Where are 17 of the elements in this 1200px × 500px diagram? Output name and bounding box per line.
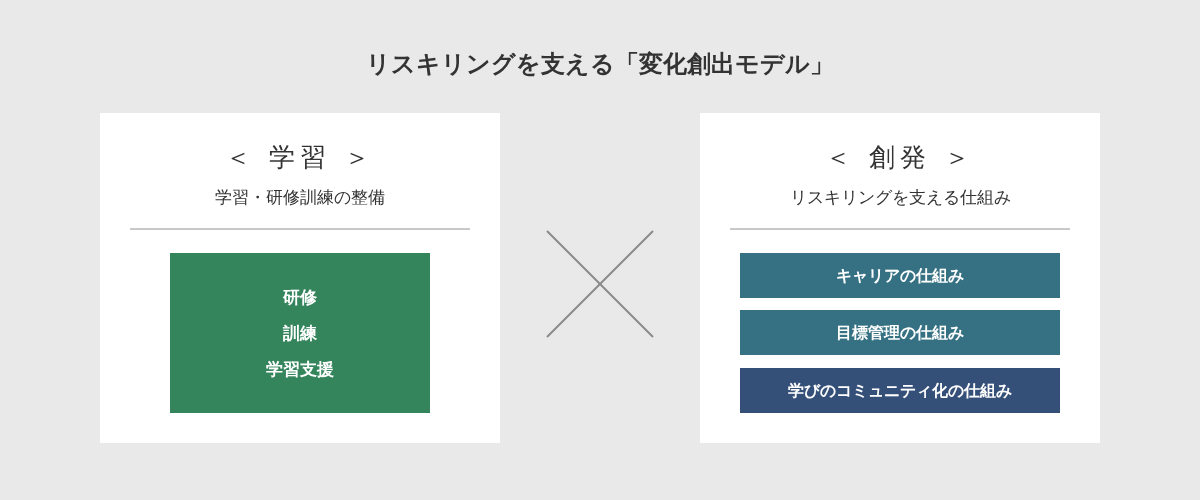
panel-heading: ＜ 学習 ＞ (224, 141, 376, 174)
bar-label: キャリアの仕組み (836, 264, 964, 287)
box-label: 訓練 (283, 322, 317, 345)
box-label: 学習支援 (266, 358, 334, 381)
panel-subtitle: 学習・研修訓練の整備 (215, 186, 385, 209)
category-box (170, 253, 430, 413)
mechanism-bar (740, 368, 1060, 413)
box-label: 研修 (283, 286, 317, 309)
panel-card (700, 113, 1100, 443)
mechanism-bar (740, 310, 1060, 355)
panel-subtitle: リスキリングを支える仕組み (789, 186, 1011, 209)
bar-label: 学びのコミュニティ化の仕組み (788, 379, 1012, 402)
diagram-title: リスキリングを支える「変化創出モデル」 (366, 49, 834, 80)
panel-heading: ＜ 創発 ＞ (824, 141, 976, 174)
bar-label: 目標管理の仕組み (836, 321, 964, 344)
panel-card (100, 113, 500, 443)
mechanism-bar (740, 253, 1060, 298)
